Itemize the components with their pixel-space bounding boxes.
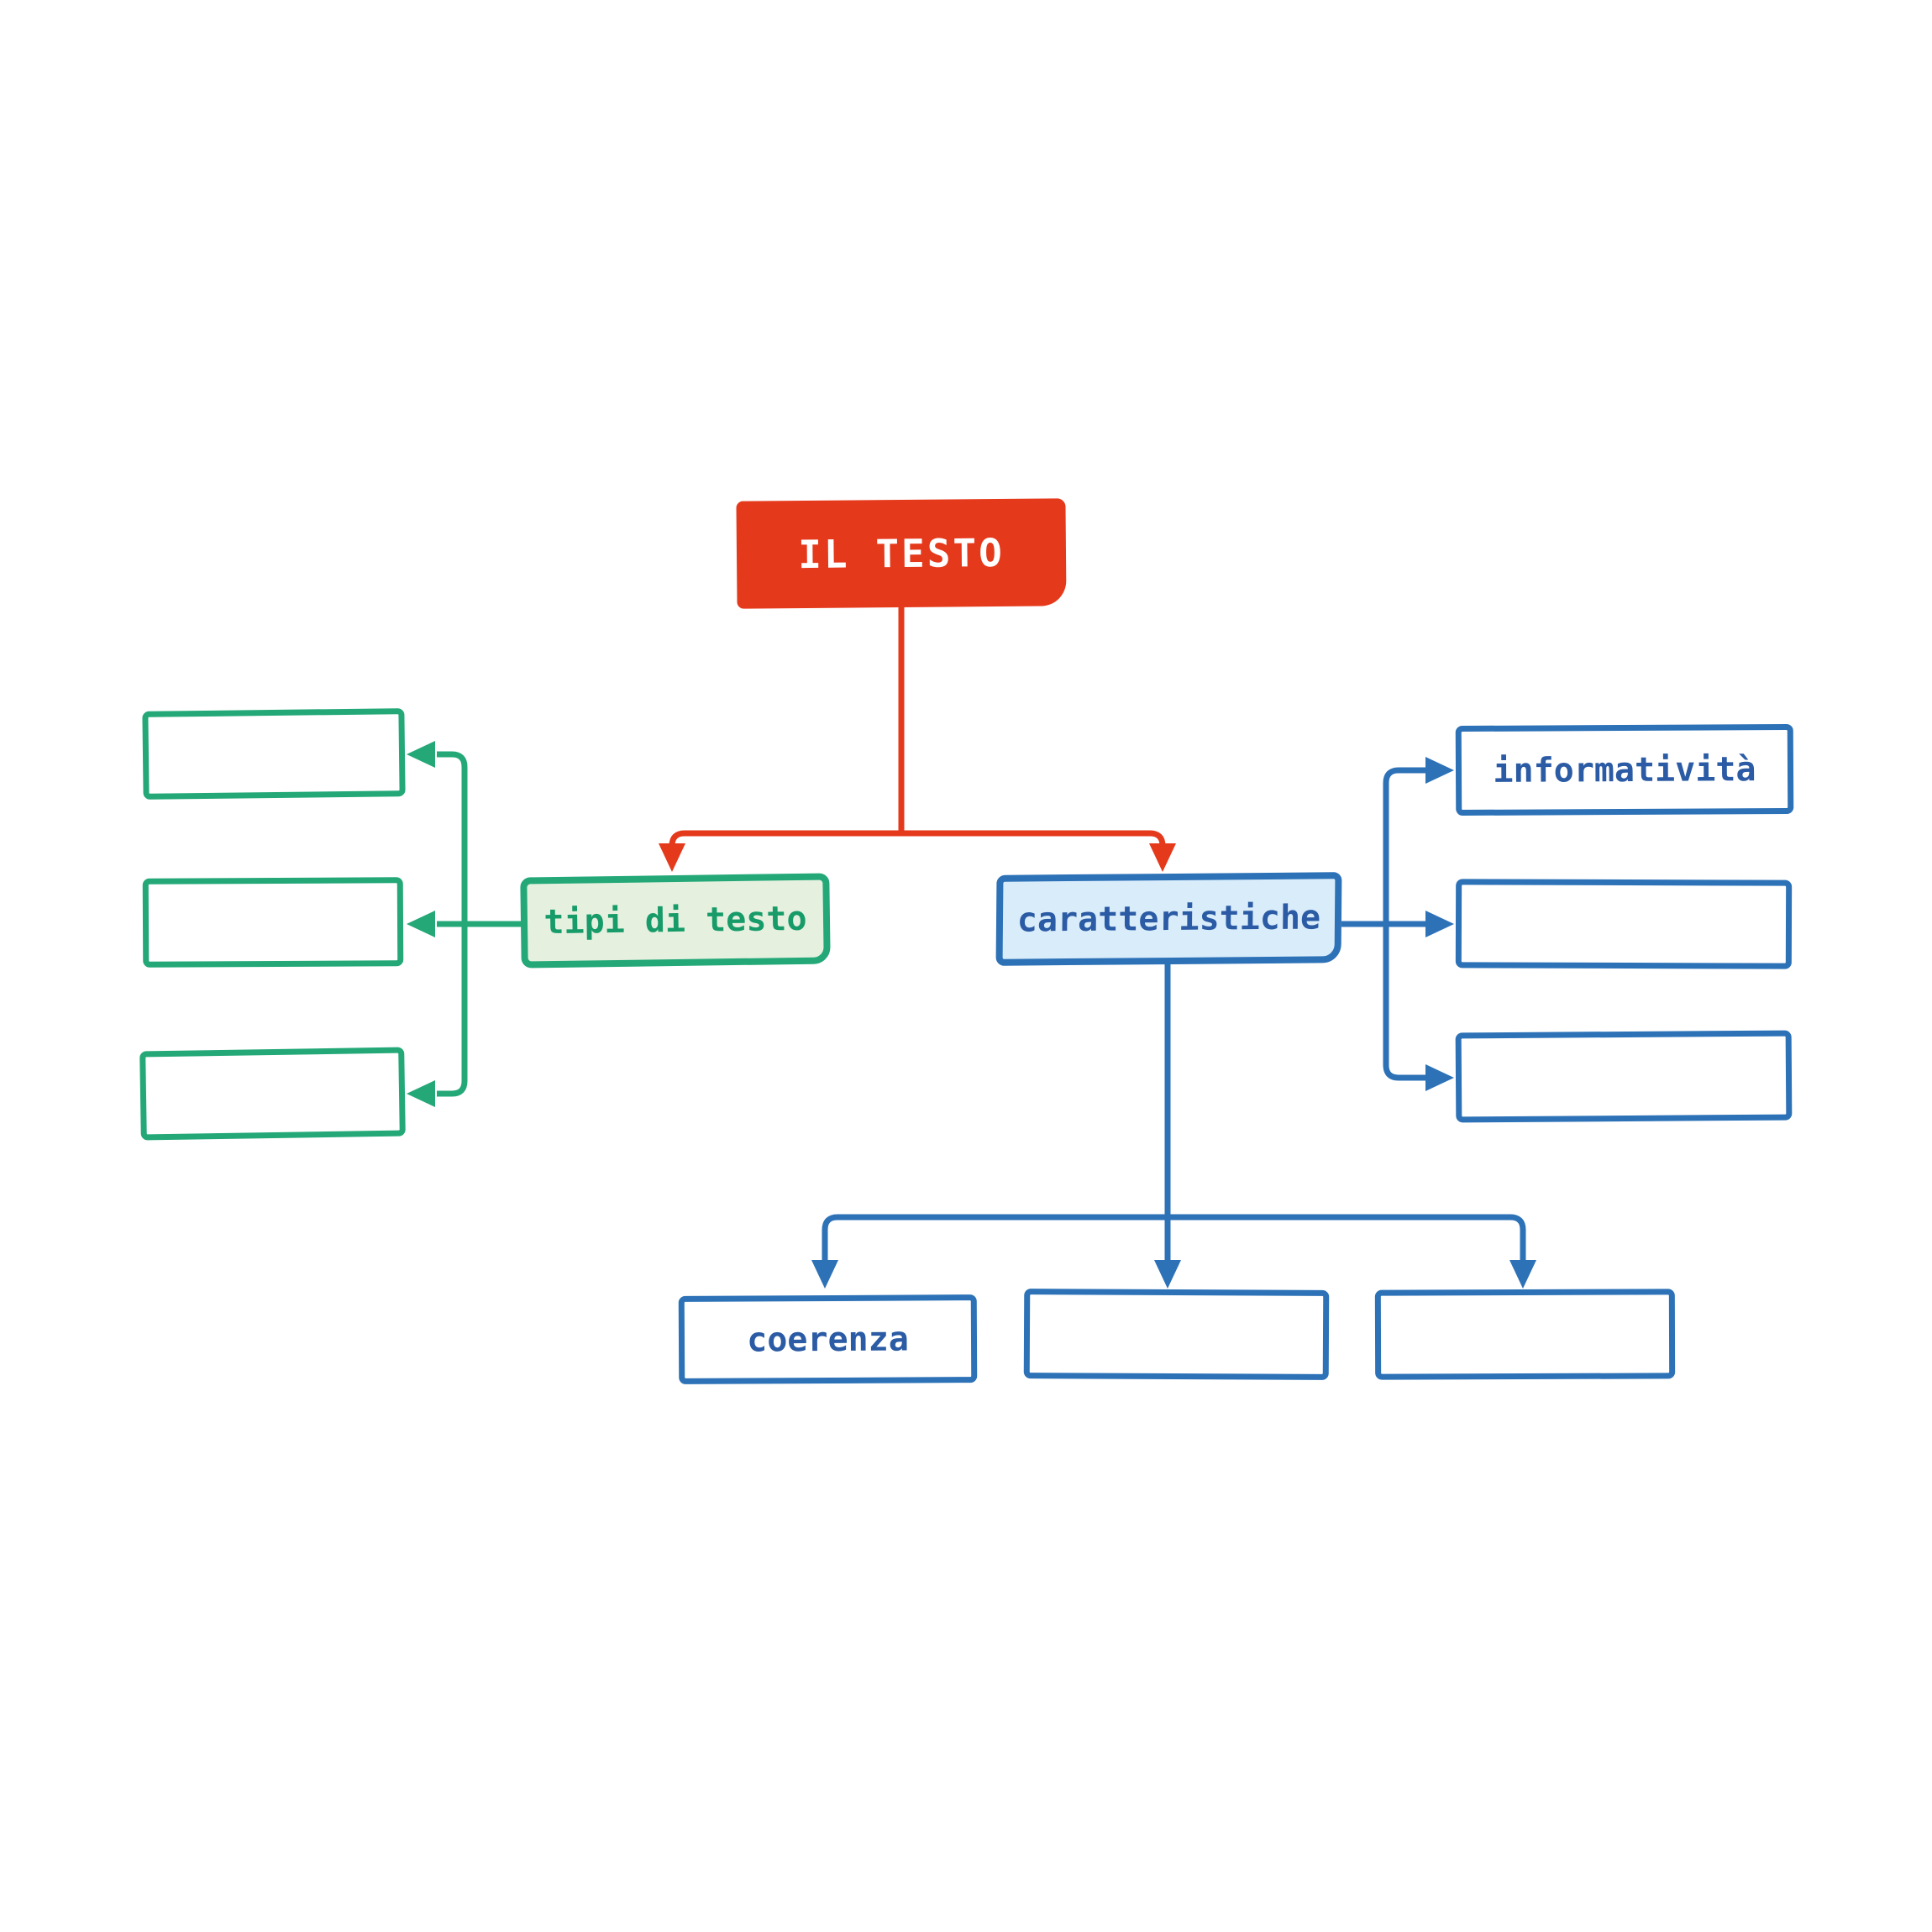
blue-right-arrowheads bbox=[1425, 757, 1454, 1091]
empty-box-bottom-2 bbox=[1023, 1289, 1330, 1380]
node-tipi-di-testo-label: tipi di testo bbox=[543, 899, 807, 942]
red-connector bbox=[669, 607, 1166, 862]
empty-box-right-3 bbox=[1455, 1030, 1793, 1123]
empty-box-bottom-3 bbox=[1374, 1289, 1676, 1380]
node-il-testo-label: IL TESTO bbox=[797, 529, 1005, 578]
node-informativita: informatività bbox=[1455, 723, 1794, 816]
empty-box-right-2 bbox=[1455, 879, 1793, 969]
empty-box-left-1 bbox=[142, 708, 406, 800]
red-arrowheads bbox=[659, 843, 1176, 872]
empty-box-left-2 bbox=[142, 877, 404, 968]
blue-bottom-arrowheads bbox=[811, 1260, 1536, 1289]
blue-right-connector bbox=[1341, 767, 1435, 1081]
node-caratteristiche: caratteristiche bbox=[995, 872, 1342, 966]
node-caratteristiche-label: caratteristiche bbox=[1016, 898, 1321, 940]
blue-bottom-connector bbox=[822, 964, 1526, 1273]
node-coerenza: coerenza bbox=[678, 1294, 978, 1384]
empty-box-left-3 bbox=[139, 1047, 406, 1141]
node-tipi-di-testo: tipi di testo bbox=[520, 873, 831, 969]
node-informativita-label: informatività bbox=[1493, 749, 1756, 790]
node-il-testo: IL TESTO bbox=[736, 498, 1067, 609]
node-coerenza-label: coerenza bbox=[747, 1319, 909, 1360]
green-arrowheads bbox=[407, 741, 435, 1107]
green-connector bbox=[437, 751, 522, 1097]
